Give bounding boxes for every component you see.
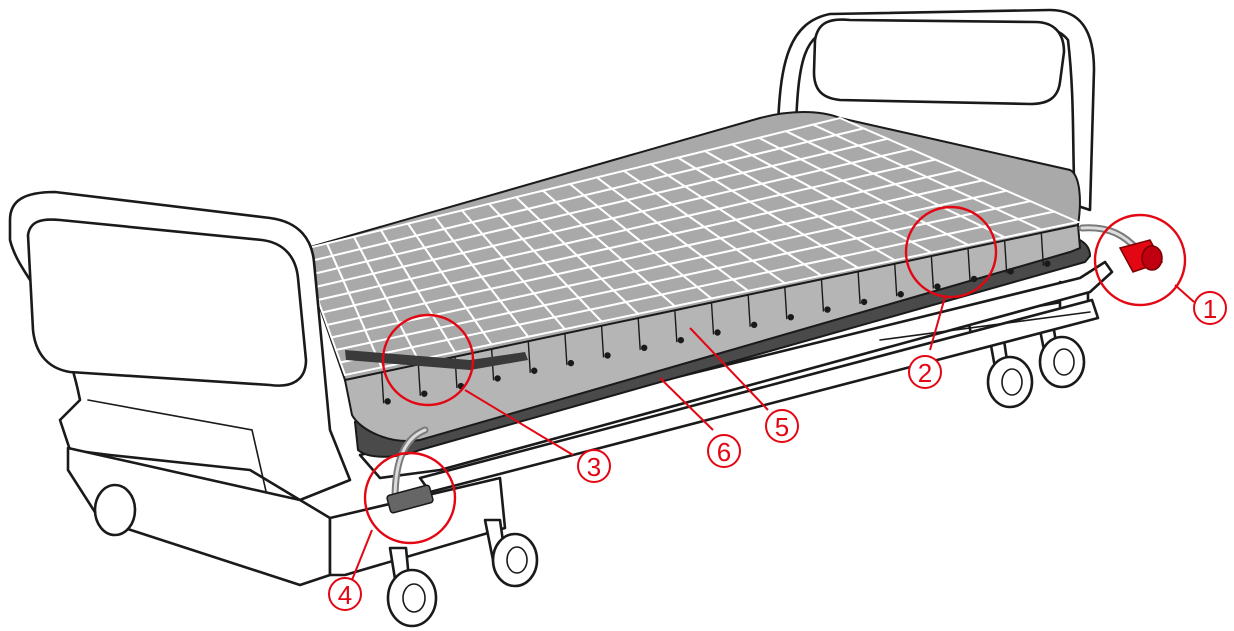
rear-headboard [776, 8, 1096, 212]
mattress-side-separator [1004, 241, 1008, 274]
leader-6 [659, 377, 714, 431]
callouts: 1 2 3 4 5 6 [328, 205, 1227, 611]
mattress-side-valve [384, 398, 391, 405]
mattress-side-valve [714, 329, 721, 336]
front-wheels [93, 483, 539, 628]
callout-ring-1 [1093, 213, 1187, 307]
callout-6-label: 6 [717, 437, 731, 467]
callout-1-label: 1 [1203, 294, 1217, 324]
leader-3 [464, 389, 574, 456]
callout-4-label: 4 [338, 580, 352, 610]
mattress-side-separator [894, 264, 898, 297]
leader-1 [1174, 284, 1195, 303]
mattress-side-separator [564, 333, 568, 366]
mattress-side-valve [421, 390, 428, 397]
mattress-side-separator [820, 279, 825, 312]
callout-ring-3 [381, 313, 475, 407]
mattress-side-separator [637, 317, 641, 350]
callout-2: 2 [908, 355, 942, 389]
mattress-side-separator [600, 325, 605, 358]
mattress-side-valve [897, 291, 904, 298]
mattress-side-valve [824, 306, 831, 313]
mattress-side-valve [531, 367, 538, 374]
mattress-side-separator [857, 271, 861, 304]
callout-2-label: 2 [918, 358, 932, 388]
callout-6: 6 [707, 434, 741, 468]
mattress-side-valve [860, 298, 868, 306]
mattress-side-valve [604, 352, 611, 359]
leader-2 [929, 296, 946, 351]
leader-4 [351, 529, 373, 581]
callout-ring-2 [904, 205, 998, 299]
mattress-side-valve [1044, 260, 1051, 267]
mattress-side-valve [1007, 268, 1014, 275]
callout-1: 1 [1193, 291, 1227, 325]
mattress-side-valve [677, 336, 685, 344]
mattress-side-separator [930, 256, 935, 289]
mattress-side-separator [747, 294, 751, 327]
mattress-side-valve [750, 321, 758, 329]
mattress-side-valve [970, 275, 978, 283]
mattress-side-separator [380, 371, 385, 404]
mattress-side-separator [417, 363, 421, 396]
mattress-side-separator [1040, 233, 1045, 266]
callout-5-label: 5 [775, 412, 789, 442]
callout-3: 3 [577, 449, 611, 483]
mattress-side-separator [710, 302, 715, 335]
cpr-connector-red [1118, 239, 1164, 273]
front-footboard [8, 190, 352, 506]
mattress-side-separator [527, 340, 531, 373]
mattress-side-valve [787, 314, 794, 321]
mattress-side-separator [967, 248, 971, 281]
mattress-side-separator [674, 310, 678, 343]
mattress-side-valve [567, 359, 575, 367]
mattress-side-valve [934, 283, 941, 290]
mattress-strap [345, 350, 528, 370]
leader-5 [689, 327, 769, 411]
callout-3-label: 3 [587, 452, 601, 482]
callout-ring-4 [363, 451, 457, 545]
mattress-cells [298, 111, 1082, 424]
mattress-side [343, 223, 1082, 442]
front-base [66, 446, 509, 612]
rear-wheels [986, 335, 1086, 409]
hose-connector-front [386, 484, 434, 514]
mattress-side-valve [641, 344, 648, 351]
callout-5: 5 [765, 409, 799, 443]
mattress-side-separator [784, 287, 788, 320]
callout-4: 4 [328, 577, 362, 611]
mattress-cell [1015, 210, 1082, 231]
mattress-side-valve [494, 375, 501, 382]
